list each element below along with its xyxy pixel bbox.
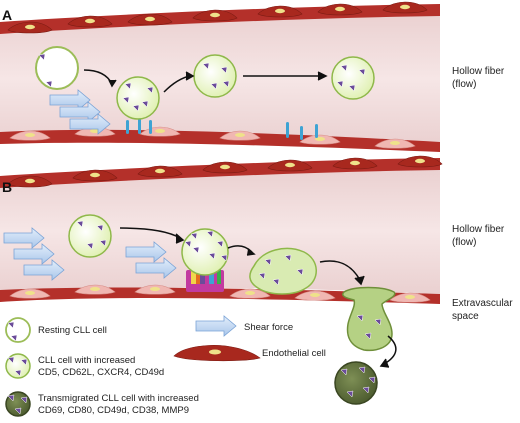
panel-letter-a: A <box>2 7 12 23</box>
vessel-lumen <box>0 168 440 294</box>
legend-shear-label: Shear force <box>244 322 293 333</box>
legend-increased-swatch <box>5 353 31 379</box>
vessel-label-a: Hollow fiber (flow) <box>452 66 507 90</box>
panel-a <box>0 1 440 152</box>
activated-cll-cell-b1 <box>68 214 112 258</box>
legend-endothelial-swatch <box>173 345 261 362</box>
resting-cll-cell-a <box>35 46 79 90</box>
migrating-cll-cell-b <box>249 247 317 295</box>
legend-increased-line1: CLL cell with increased <box>38 355 135 366</box>
panel-b <box>0 155 443 405</box>
legend-transmigrated-line1: Transmigrated CLL cell with increased <box>38 393 199 404</box>
legend-increased-line2: CD5, CD62L, CXCR4, CD49d <box>38 367 164 378</box>
extravascular-label: Extravascular space <box>452 298 515 322</box>
movement-arrows-a <box>83 69 328 93</box>
legend-transmigrated-label: Transmigrated CLL cell with increased CD… <box>38 393 202 416</box>
activated-cll-cell-a1 <box>116 76 160 120</box>
activated-cll-cell-a3 <box>331 56 375 100</box>
vessel-label-b-line1: Hollow fiber <box>452 224 505 235</box>
panel-letter-b: B <box>2 179 12 195</box>
legend: Resting CLL cell CLL cell with increased… <box>5 315 326 417</box>
legend-increased-label: CLL cell with increased CD5, CD62L, CXCR… <box>38 355 164 378</box>
legend-shear-swatch <box>195 315 237 337</box>
transmigrating-cll-cell-b <box>342 286 396 352</box>
vessel-label-b: Hollow fiber (flow) <box>452 224 507 248</box>
extravascular-label-line1: Extravascular <box>452 298 513 309</box>
legend-endothelial-label: Endothelial cell <box>262 348 326 359</box>
transmigrated-cll-cell-b <box>334 361 378 405</box>
adhesion-molecules-a <box>126 118 318 140</box>
movement-arrows-b <box>119 227 397 368</box>
extravascular-label-line2: space <box>452 311 479 322</box>
vessel-label-a-line1: Hollow fiber <box>452 66 505 77</box>
vessel-label-b-line2: (flow) <box>452 237 476 248</box>
activated-cll-cell-a2 <box>193 54 237 98</box>
adhesion-cluster-b <box>186 264 224 292</box>
vessel-label-a-line2: (flow) <box>452 79 476 90</box>
legend-transmigrated-line2: CD69, CD80, CD49d, CD38, MMP9 <box>38 405 189 416</box>
legend-resting-label: Resting CLL cell <box>38 325 107 336</box>
legend-resting-swatch <box>5 317 31 343</box>
activated-cll-cell-b2 <box>181 228 229 276</box>
legend-transmigrated-swatch <box>5 391 31 417</box>
